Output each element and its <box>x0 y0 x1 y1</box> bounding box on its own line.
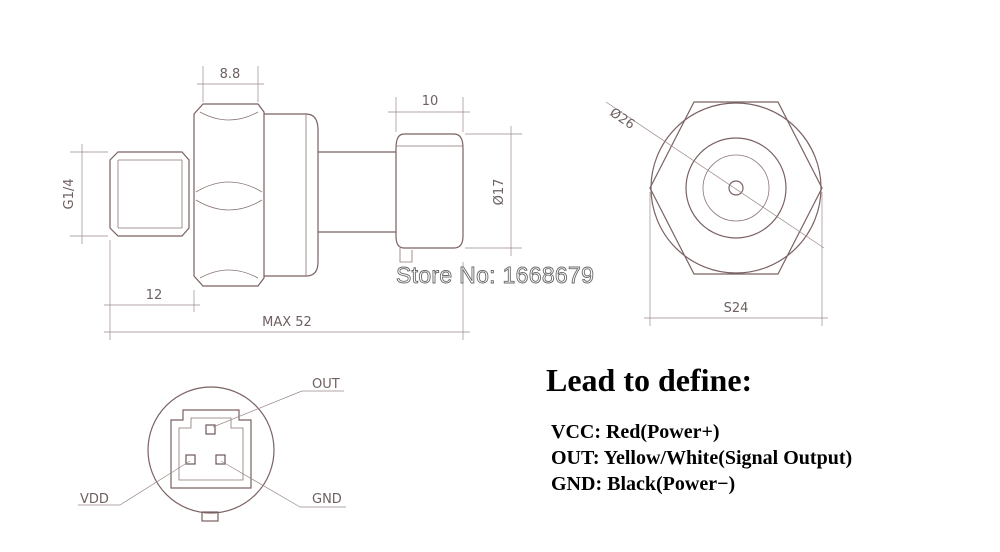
dim-outer-diameter: Ø26 <box>607 105 638 132</box>
dim-connector-diameter: Ø17 <box>492 179 507 206</box>
lead-title: Lead to define: <box>546 362 753 398</box>
pin-vdd <box>185 454 196 465</box>
connector-body <box>395 133 464 249</box>
pinout-view: OUT VDD GND <box>78 377 346 522</box>
store-number: Store No: 1668679 <box>396 262 595 289</box>
hex-edge <box>199 269 259 279</box>
collar <box>264 113 319 277</box>
connector-tab <box>399 248 413 263</box>
port-ring <box>702 154 770 222</box>
lead-out: OUT: Yellow/White(Signal Output) <box>551 447 853 469</box>
dim-max-length: MAX 52 <box>262 315 312 330</box>
dim-thread: G1/4 <box>62 179 77 210</box>
pin-label-out: OUT <box>312 377 340 392</box>
dim-wrench-size: S24 <box>724 301 749 316</box>
hex-edge <box>195 199 263 211</box>
pinout-housing-outer <box>170 409 252 489</box>
side-dimensions: 8.8 10 G1/4 Ø17 12 MAX 52 <box>62 66 522 340</box>
dim-hex-width: 8.8 <box>220 67 241 82</box>
end-view: Ø26 S24 <box>605 101 828 326</box>
lead-vcc: VCC: Red(Power+) <box>551 421 720 443</box>
gnd-leader <box>220 460 301 508</box>
hex-edge <box>199 111 259 121</box>
vdd-leader <box>119 460 191 506</box>
hex-body <box>193 103 265 287</box>
pin-label-gnd: GND <box>312 492 342 507</box>
side-view <box>109 103 464 287</box>
inner-circle <box>685 137 787 239</box>
outer-circle <box>650 102 822 274</box>
hex-outline <box>649 101 823 275</box>
lead-gnd: GND: Black(Power−) <box>551 473 736 495</box>
dim-connector-length: 10 <box>422 94 439 109</box>
dia-leader <box>605 101 825 249</box>
pinout-housing-inner <box>178 417 244 481</box>
pin-gnd <box>215 454 226 465</box>
pinout-circle <box>147 386 275 514</box>
thread-section <box>109 151 190 237</box>
pin-out <box>205 424 216 435</box>
hex-edge <box>195 181 263 193</box>
pin-label-vdd: VDD <box>80 492 109 507</box>
out-leader <box>212 390 303 428</box>
pressure-port <box>728 180 744 196</box>
dim-thread-length: 12 <box>146 288 163 303</box>
pinout-key <box>201 511 219 522</box>
